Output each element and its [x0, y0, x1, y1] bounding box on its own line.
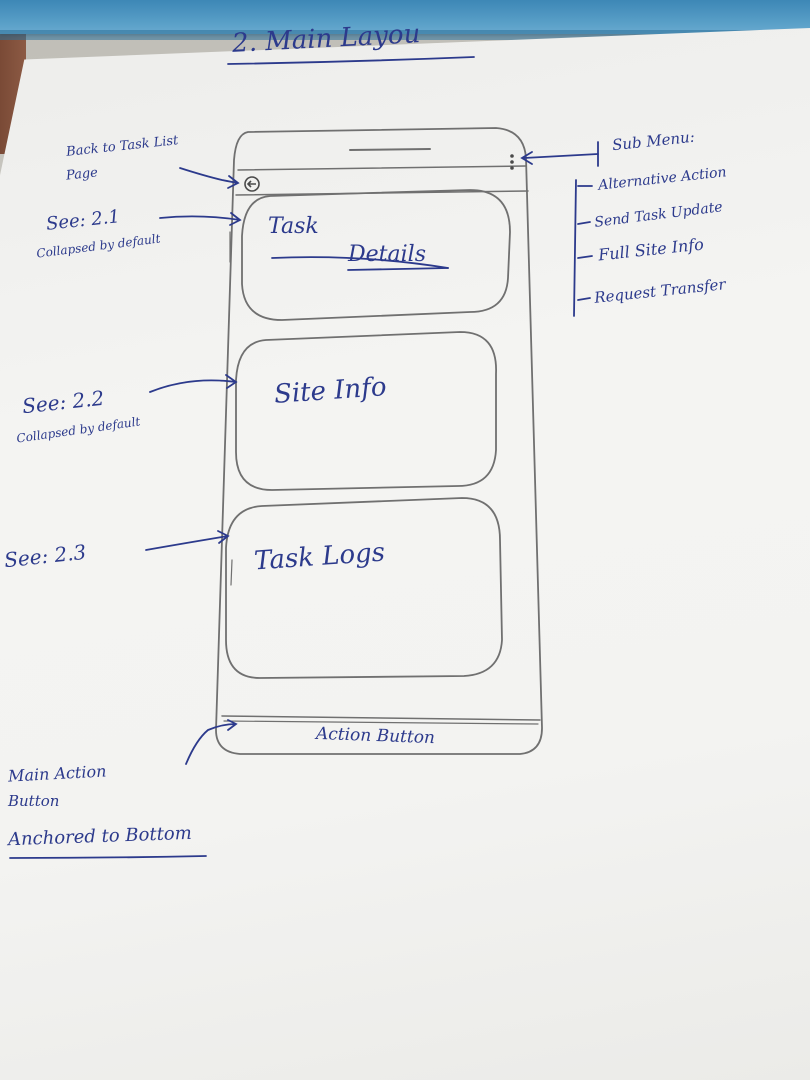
- folder-shadow: [0, 30, 810, 40]
- card-task-details-title-line2: Details: [348, 242, 426, 267]
- see-2-2-arrow: [149, 374, 238, 393]
- action-bar-top-line-2: [223, 720, 539, 725]
- sub-menu-bracket: [573, 179, 577, 317]
- overflow-menu-icon: [510, 154, 514, 170]
- card-task-logs-outline: [225, 497, 503, 679]
- see-2-3-arrow: [145, 530, 230, 551]
- phone-speaker: [349, 148, 431, 151]
- card-task-details-outline: [241, 189, 511, 321]
- anchored-underline: [9, 855, 207, 859]
- back-annotation-line2: Page: [65, 165, 99, 184]
- app-bar-top-line: [237, 165, 527, 171]
- main-action-arrow: [185, 719, 238, 765]
- title-underline: [227, 56, 475, 65]
- action-button[interactable]: Action Button: [315, 723, 436, 749]
- card-site-info-outline: [235, 331, 497, 491]
- back-arrow-pointer: [179, 167, 240, 189]
- card-site-info-title: Site Info: [273, 372, 388, 410]
- see-2-1-arrow: [159, 212, 242, 226]
- back-arrow-icon: [244, 176, 260, 192]
- paper-sheet: [0, 28, 810, 1080]
- action-bar-top-line: [221, 715, 541, 721]
- card-task-details-title-line1: Task: [268, 214, 319, 239]
- phone-outline: [215, 127, 543, 755]
- task-details-underline: [271, 256, 449, 269]
- sub-menu-arrow: [520, 151, 599, 165]
- blue-folder: [0, 0, 810, 34]
- main-action-line2: Button: [8, 792, 60, 810]
